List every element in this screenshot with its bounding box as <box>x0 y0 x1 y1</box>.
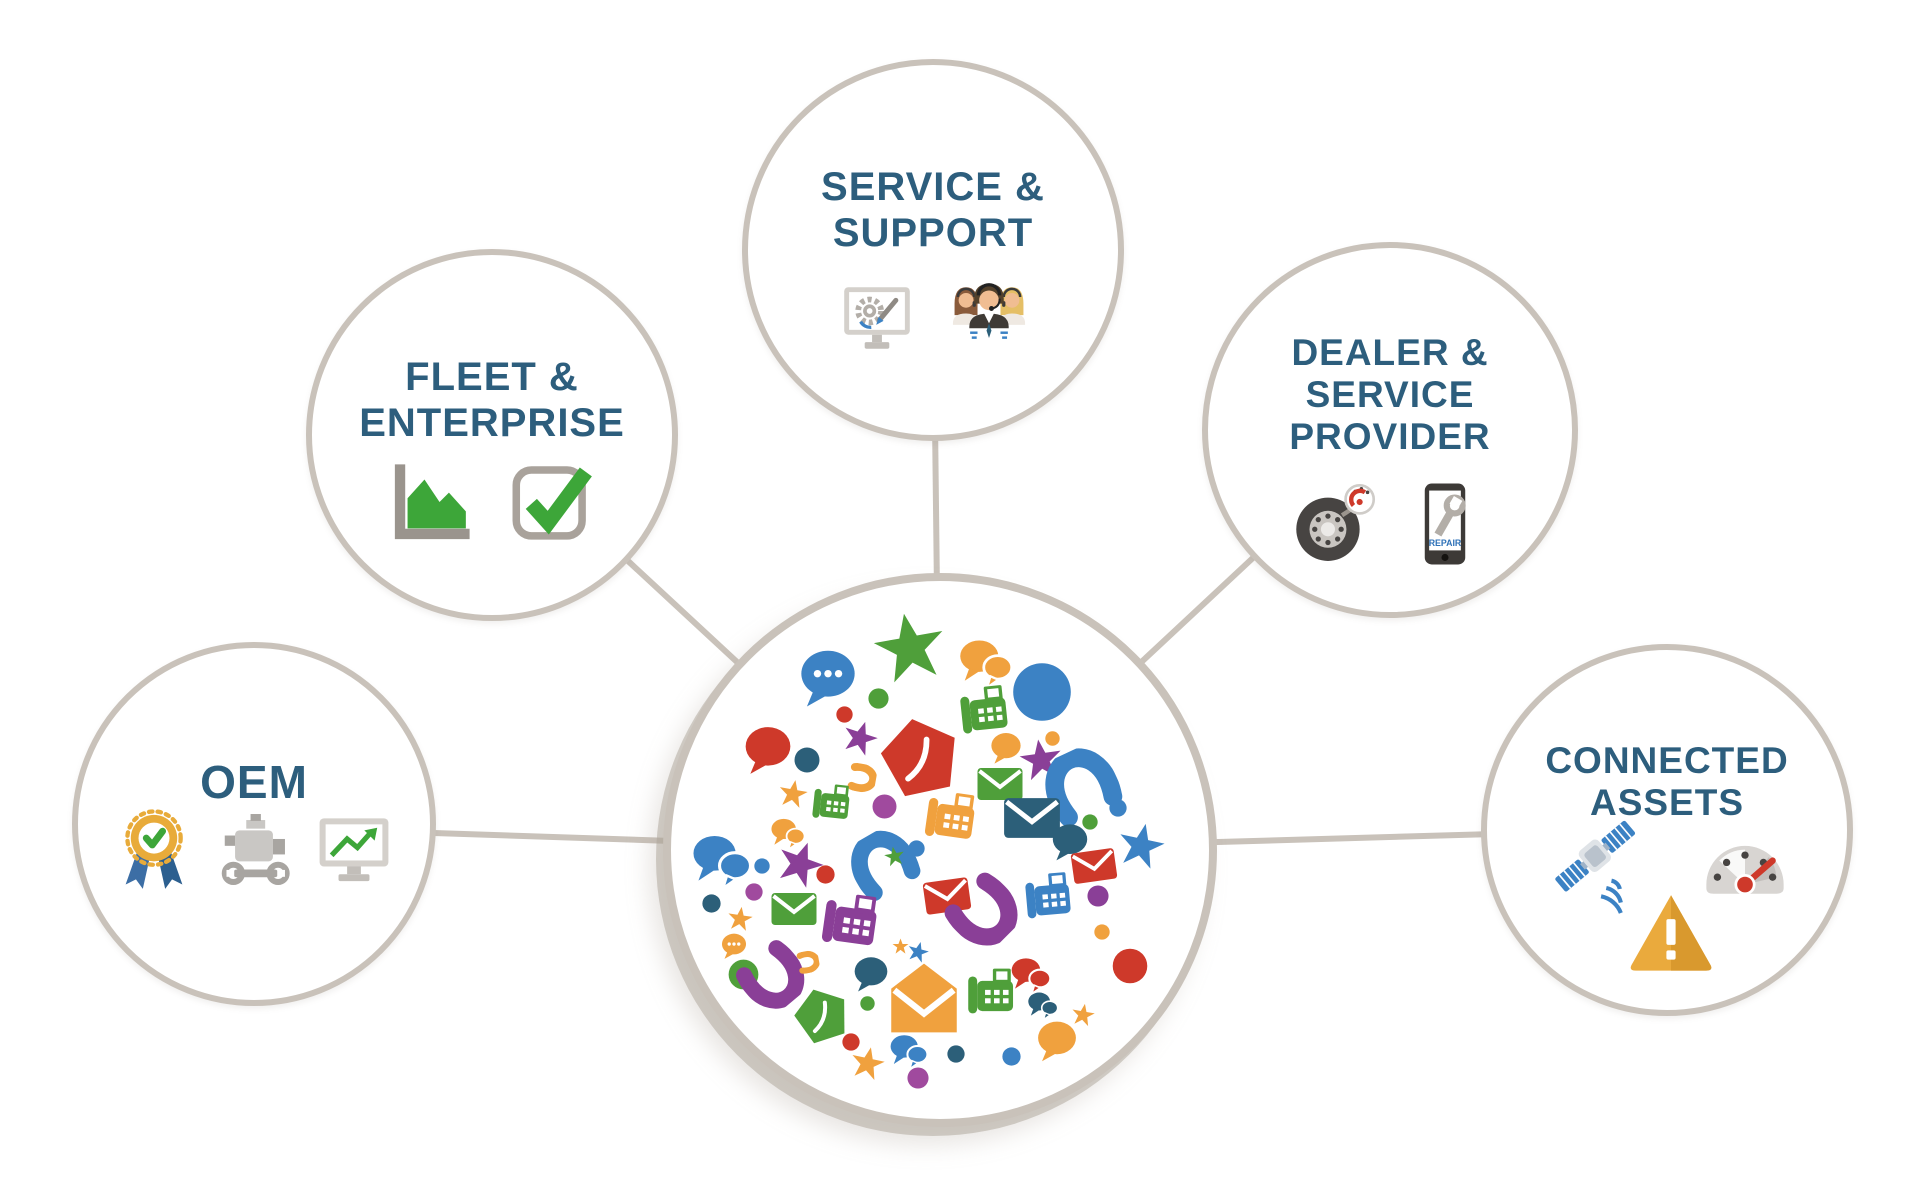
node-service-support-icons <box>748 279 1118 361</box>
dot-icon <box>1001 1046 1021 1066</box>
node-fleet-enterprise-icons <box>312 455 672 549</box>
node-connected-assets-icons <box>1487 650 1847 1010</box>
dot-icon <box>947 1045 965 1063</box>
central-hub-circle <box>663 573 1217 1127</box>
node-oem-icons <box>78 808 430 894</box>
node-fleet-enterprise-label: FLEET & ENTERPRISE <box>359 355 625 445</box>
bubble-icon <box>1050 822 1090 862</box>
node-dealer-service-provider-label: DEALER & SERVICE PROVIDER <box>1289 332 1491 458</box>
handset-icon <box>839 820 926 907</box>
performance-monitor-icon <box>311 808 397 894</box>
bubbledots-icon <box>797 647 859 709</box>
dot-icon <box>1112 948 1148 984</box>
bubble-icon <box>989 731 1023 765</box>
star-icon <box>892 938 909 955</box>
bubble2-icon <box>691 831 753 893</box>
star-icon <box>882 844 906 868</box>
star-icon <box>1069 1001 1097 1029</box>
node-connected-assets-label: CONNECTED ASSETS <box>1545 740 1789 824</box>
star-icon <box>1113 818 1170 875</box>
env-icon <box>975 759 1025 809</box>
dot-icon <box>1087 885 1109 907</box>
engine-service-icon <box>211 808 297 894</box>
dot-icon <box>754 858 770 874</box>
satellite-icon <box>1547 810 1651 914</box>
node-oem-label: OEM <box>200 756 308 808</box>
env-icon <box>769 884 819 934</box>
repair-tablet-icon: REPAIR <box>1401 480 1489 568</box>
node-service-support-label: SERVICE & SUPPORT <box>821 165 1045 255</box>
node-connected-assets: CONNECTED ASSETS <box>1481 644 1853 1016</box>
dot-icon <box>842 1033 860 1051</box>
handset-icon <box>937 865 1030 958</box>
dot-icon <box>815 864 835 884</box>
support-team-icon <box>948 279 1030 361</box>
bubble2-icon <box>770 816 806 852</box>
env-icon <box>1067 839 1121 893</box>
dot-icon <box>1094 924 1110 940</box>
dot-icon <box>1082 814 1098 830</box>
area-chart-icon <box>385 455 479 549</box>
handset-icon <box>729 933 816 1020</box>
env-icon <box>919 868 975 924</box>
star-icon <box>776 777 811 812</box>
fax-icon <box>818 884 890 956</box>
bubble2-icon <box>1010 955 1052 997</box>
svg-text:REPAIR: REPAIR <box>1429 538 1462 548</box>
bubbledots-icon <box>720 932 748 960</box>
fax-icon <box>921 783 987 849</box>
node-dealer-service-provider: DEALER & SERVICE PROVIDER REPAIR <box>1202 242 1578 618</box>
dot-icon <box>872 794 897 819</box>
tire-diagnostics-icon <box>1291 480 1379 568</box>
handset-icon <box>1033 738 1129 834</box>
bubble-icon <box>1035 1019 1079 1063</box>
fax-icon <box>810 778 858 826</box>
phone-icon <box>846 762 878 794</box>
dot-icon <box>1109 799 1127 817</box>
bubble2-icon <box>1027 990 1059 1022</box>
hub-collage <box>671 581 1209 1119</box>
fax-icon <box>1022 866 1081 925</box>
star-icon <box>837 715 882 760</box>
dot-icon <box>867 687 889 709</box>
dot-icon <box>859 995 875 1011</box>
star-icon <box>846 1042 888 1084</box>
env5-icon <box>871 707 968 804</box>
node-service-support: SERVICE & SUPPORT <box>742 59 1124 441</box>
bubble-icon <box>852 955 890 993</box>
fax-icon <box>966 963 1022 1019</box>
star-icon <box>725 904 754 933</box>
star-icon <box>867 605 953 691</box>
fax-icon <box>956 678 1018 740</box>
star-icon <box>905 939 932 966</box>
dot-icon <box>745 883 763 901</box>
dot-icon <box>1012 662 1072 722</box>
dot-icon <box>1044 730 1060 746</box>
bubble2-icon <box>889 1032 929 1072</box>
env-icon <box>1001 787 1063 849</box>
phone-icon <box>795 949 820 974</box>
dot-icon <box>907 839 925 857</box>
node-fleet-enterprise: FLEET & ENTERPRISE <box>306 249 678 621</box>
dot-icon <box>701 893 721 913</box>
bubble2-icon <box>958 636 1014 692</box>
warning-triangle-icon <box>1625 886 1717 978</box>
bubble-icon <box>742 724 794 776</box>
dot-icon <box>794 747 820 773</box>
envopen-icon <box>885 959 963 1037</box>
star-icon <box>769 833 831 895</box>
env5-icon <box>785 978 857 1050</box>
dot-icon <box>835 705 853 723</box>
node-dealer-service-provider-icons: REPAIR <box>1208 480 1572 568</box>
certification-badge-icon <box>111 808 197 894</box>
node-oem: OEM <box>72 642 436 1006</box>
speedometer-icon <box>1699 822 1791 914</box>
system-config-monitor-icon <box>836 279 918 361</box>
checkbox-icon <box>505 455 599 549</box>
dot-icon <box>907 1067 929 1089</box>
